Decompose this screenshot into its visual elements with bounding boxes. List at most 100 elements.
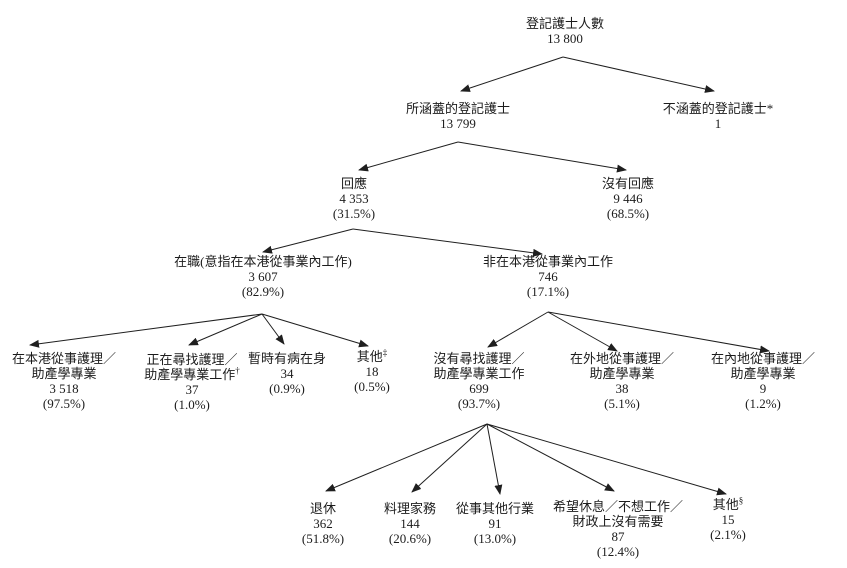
node-percent: (1.2%) (745, 396, 781, 411)
node-label: 財政上沒有需要 (572, 514, 664, 529)
node-value: 13 799 (440, 116, 476, 131)
node-percent: (0.5%) (354, 379, 390, 394)
node-covered: 所涵蓋的登記護士 13 799 (406, 101, 510, 131)
node-label: 在職(意指在本港從事業內工作) (174, 254, 352, 269)
node-value: 9 446 (613, 191, 643, 206)
node-label: 助產學專業工作† (144, 365, 240, 382)
node-value: 38 (615, 381, 629, 396)
node-value: 15 (721, 512, 735, 527)
node-overseas: 在外地從事護理／ 助產學專業 38 (5.1%) (570, 351, 674, 411)
node-label: 助產學專業 (730, 366, 796, 381)
node-value: 18 (365, 364, 379, 379)
node-label: 所涵蓋的登記護士 (405, 101, 511, 116)
node-label: 沒有回應 (601, 176, 655, 191)
edge-not-seeking-housework (411, 423, 488, 493)
node-label: 助產學專業工作 (433, 366, 525, 381)
node-label: 回應 (340, 176, 367, 191)
node-label: 暫時有病在身 (247, 351, 327, 366)
edge-nihi-not-seeking (487, 311, 549, 348)
node-label: 希望休息／不想工作／ (552, 499, 684, 514)
node-temporarily-ill: 暫時有病在身 34 (0.9%) (248, 351, 326, 396)
node-percent: (82.9%) (241, 284, 285, 299)
section-marker: § (738, 495, 744, 506)
edge-employed-practising-hk (29, 313, 263, 348)
node-value: 4 353 (339, 191, 369, 206)
node-percent: (68.5%) (606, 206, 650, 221)
dagger-marker: † (235, 365, 240, 376)
node-root: 登記護士人數 13 800 (526, 16, 604, 46)
node-percent: (2.1%) (710, 527, 746, 542)
node-not-covered: 不涵蓋的登記護士* 1 (663, 101, 774, 131)
edge-root-covered (460, 56, 564, 92)
node-label: 在本港從事護理／ (11, 351, 117, 366)
double-dagger-marker: ‡ (382, 347, 388, 358)
node-label: 助產學專業 (31, 366, 97, 381)
edge-not-seeking-wish-to-rest (486, 423, 615, 492)
node-value: 3 518 (49, 381, 79, 396)
node-percent: (51.8%) (301, 531, 345, 546)
node-value: 144 (400, 516, 420, 531)
edge-not-seeking-other-industry (486, 423, 503, 495)
node-label: 沒有尋找護理／ (433, 351, 525, 366)
edge-not-seeking-others (486, 423, 727, 496)
node-label: 其他§ (712, 495, 744, 512)
edge-nihi-mainland (547, 311, 770, 354)
node-label: 退休 (309, 501, 336, 516)
node-mainland: 在內地從事護理／ 助產學專業 9 (1.2%) (711, 351, 815, 411)
node-value: 9 (759, 381, 767, 396)
edge-covered-responded (358, 141, 459, 172)
node-label: 在外地從事護理／ (569, 351, 675, 366)
node-percent: (5.1%) (604, 396, 640, 411)
node-not-in-hk-industry: 非在本港從事業內工作 746 (17.1%) (483, 254, 613, 299)
node-responded: 回應 4 353 (31.5%) (333, 176, 375, 221)
node-label: 登記護士人數 (525, 16, 605, 31)
edge-employed-seeking-work (188, 313, 263, 346)
node-percent: (12.4%) (596, 544, 640, 559)
node-value: 37 (185, 382, 199, 397)
node-percent: (97.5%) (42, 396, 86, 411)
node-wish-to-rest: 希望休息／不想工作／ 財政上沒有需要 87 (12.4%) (553, 499, 683, 559)
node-label: 其他‡ (356, 347, 388, 364)
node-value: 1 (714, 116, 722, 131)
node-value: 3 607 (248, 269, 278, 284)
node-no-response: 沒有回應 9 446 (68.5%) (602, 176, 654, 221)
node-percent: (13.0%) (473, 531, 517, 546)
node-housework: 料理家務 144 (20.6%) (384, 501, 436, 546)
edge-employed-temporarily-ill (261, 313, 285, 345)
node-seeking-work: 正在尋找護理／ 助產學專業工作† 37 (1.0%) (144, 352, 240, 412)
node-not-seeking: 沒有尋找護理／ 助產學專業工作 699 (93.7%) (433, 351, 524, 411)
node-label: 非在本港從事業內工作 (482, 254, 614, 269)
node-percent: (93.7%) (457, 396, 501, 411)
node-label: 從事其他行業 (455, 501, 535, 516)
node-practising-hk: 在本港從事護理／ 助產學專業 3 518 (97.5%) (12, 351, 116, 411)
node-other-industry: 從事其他行業 91 (13.0%) (456, 501, 534, 546)
node-percent: (20.6%) (388, 531, 432, 546)
edge-responded-employed (262, 228, 354, 254)
node-value: 34 (280, 366, 294, 381)
edge-nihi-overseas (547, 311, 618, 352)
node-others-not-seeking: 其他§ 15 (2.1%) (710, 495, 746, 542)
node-percent: (17.1%) (526, 284, 570, 299)
node-others-employed: 其他‡ 18 (0.5%) (354, 347, 390, 394)
node-employed: 在職(意指在本港從事業內工作) 3 607 (82.9%) (174, 254, 352, 299)
node-label: 料理家務 (383, 501, 437, 516)
node-value: 746 (538, 269, 558, 284)
node-label: 不涵蓋的登記護士* (662, 101, 774, 116)
edge-root-not-covered (562, 56, 715, 93)
node-value: 87 (611, 529, 625, 544)
node-value: 362 (313, 516, 333, 531)
edge-covered-no-response (457, 141, 627, 173)
node-percent: (1.0%) (174, 397, 210, 412)
node-percent: (31.5%) (332, 206, 376, 221)
node-value: 13 800 (547, 31, 583, 46)
node-percent: (0.9%) (269, 381, 305, 396)
edge-responded-not-in-hk-industry (352, 228, 543, 257)
node-label: 正在尋找護理／ (146, 352, 238, 367)
node-retired: 退休 362 (51.8%) (302, 501, 344, 546)
node-value: 91 (488, 516, 502, 531)
edge-not-seeking-retired (325, 423, 488, 492)
node-label: 在內地從事護理／ (710, 351, 816, 366)
node-label: 助產學專業 (589, 366, 655, 381)
